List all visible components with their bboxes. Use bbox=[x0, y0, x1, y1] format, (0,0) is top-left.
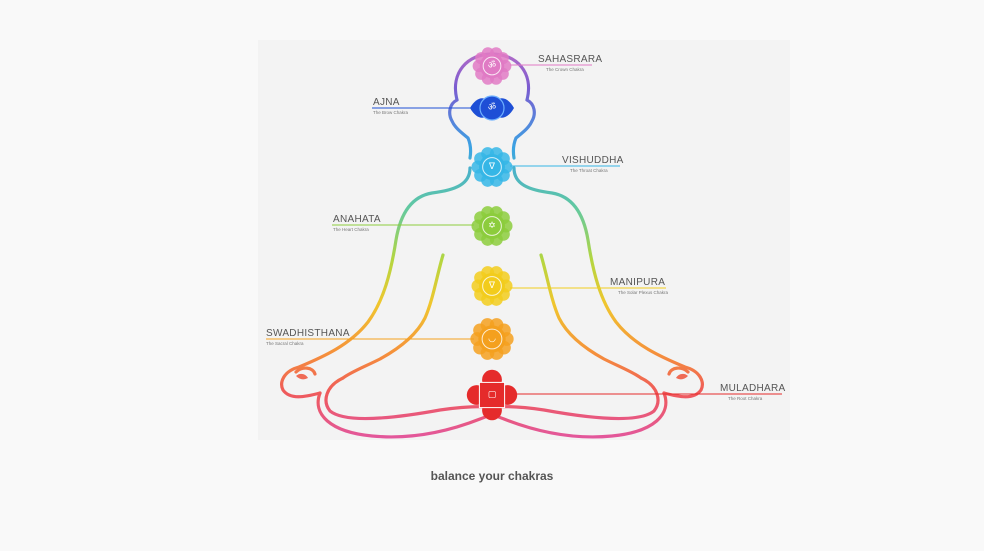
chakra-subtitle-label: The Throat Chakra bbox=[570, 168, 608, 173]
svg-text:ᐁ: ᐁ bbox=[489, 162, 496, 172]
chakra-subtitle-label: The Root Chakra bbox=[728, 396, 763, 401]
chakra-subtitle-label: The Heart Chakra bbox=[333, 227, 369, 232]
chakra-name-label: ANAHATA bbox=[333, 214, 381, 225]
chakra-name-label: SAHASRARA bbox=[538, 54, 602, 65]
solar-triangle-icon: ᐁ bbox=[471, 266, 513, 306]
diagram-panel bbox=[258, 40, 790, 440]
svg-text:◡: ◡ bbox=[488, 334, 496, 344]
sacral-moon-icon: ◡ bbox=[470, 318, 514, 360]
root-square-icon: ▢ bbox=[466, 369, 518, 421]
chakra-name-label: VISHUDDHA bbox=[562, 155, 624, 166]
crown-lotus-icon: ॐ bbox=[472, 47, 512, 85]
svg-text:ॐ: ॐ bbox=[488, 102, 496, 113]
heart-star-icon: ✡ bbox=[471, 206, 513, 246]
svg-text:✡: ✡ bbox=[488, 221, 496, 231]
chakra-name-label: AJNA bbox=[373, 97, 400, 108]
chakra-subtitle-label: The Brow Chakra bbox=[373, 110, 409, 115]
chakra-name-label: MANIPURA bbox=[610, 277, 665, 288]
left-hand-mudra-icon bbox=[296, 373, 308, 380]
chakra-name-label: MULADHARA bbox=[720, 383, 786, 394]
svg-text:ᐁ: ᐁ bbox=[489, 281, 496, 291]
right-hand-mudra-icon bbox=[676, 373, 688, 380]
throat-triangle-icon: ᐁ bbox=[471, 147, 513, 187]
chakra-subtitle-label: The Crown Chakra bbox=[546, 67, 584, 72]
brow-eye-icon: ॐ bbox=[470, 95, 514, 121]
svg-text:ॐ: ॐ bbox=[488, 60, 496, 71]
chakra-subtitle-label: The Sacral Chakra bbox=[266, 341, 304, 346]
svg-text:▢: ▢ bbox=[488, 390, 497, 400]
chakra-subtitle-label: The Solar Plexus Chakra bbox=[618, 290, 669, 295]
caption: balance your chakras bbox=[430, 469, 554, 483]
chakra-name-label: SWADHISTHANA bbox=[266, 328, 350, 339]
